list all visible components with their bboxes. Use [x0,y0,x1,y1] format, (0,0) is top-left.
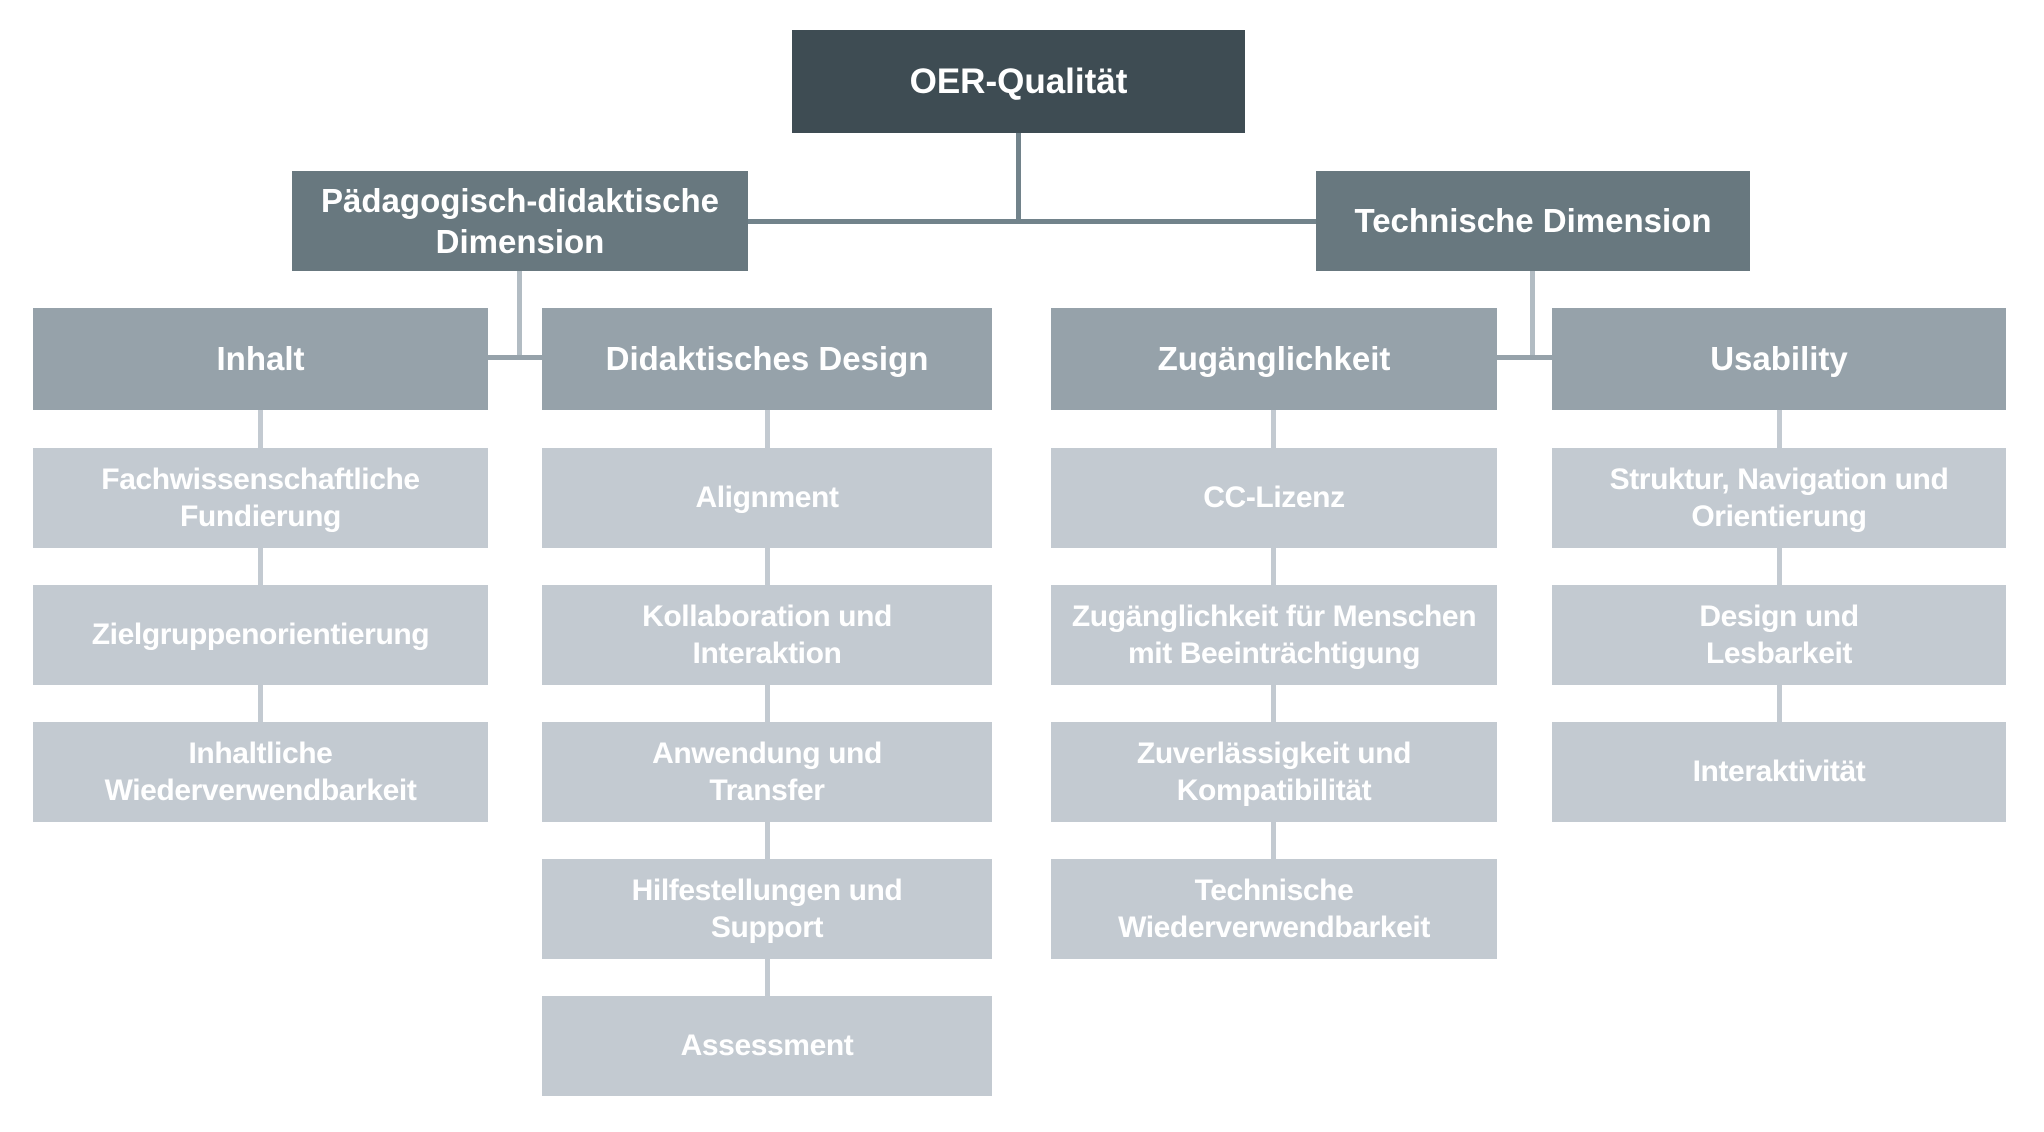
node-design-und-lesbarkeit: Design und Lesbarkeit [1552,585,2006,685]
node-technische-wiederverwendbarkeit: Technische Wiederverwendbarkeit [1051,859,1497,959]
node-zielgruppenorientierung: Zielgruppenorientierung [33,585,488,685]
connector-inhalt-didaktisch-bridge [488,355,542,360]
connector-didaktisch-5 [765,959,770,996]
node-alignment: Alignment [542,448,992,548]
node-anwendung-und-transfer: Anwendung und Transfer [542,722,992,822]
node-hilfestellungen-und-support: Hilfestellungen und Support [542,859,992,959]
connector-inhalt-3 [258,685,263,722]
connector-didaktisch-4 [765,822,770,859]
connector-zugaenglichkeit-1 [1271,410,1276,448]
connector-inhalt-2 [258,548,263,585]
connector-didaktisch-3 [765,685,770,722]
node-cc-lizenz: CC-Lizenz [1051,448,1497,548]
node-assessment: Assessment [542,996,992,1096]
node-didaktisches-design: Didaktisches Design [542,308,992,410]
node-interaktivitaet: Interaktivität [1552,722,2006,822]
connector-didaktisch-2 [765,548,770,585]
node-kollaboration-und-interaktion: Kollaboration und Interaktion [542,585,992,685]
node-inhalt: Inhalt [33,308,488,410]
connector-technisch-vertical [1530,271,1535,359]
connector-zugaenglichkeit-4 [1271,822,1276,859]
node-usability: Usability [1552,308,2006,410]
connector-dimensions-horizontal [748,219,1316,224]
node-paedagogisch-didaktische-dimension: Pädagogisch-didaktische Dimension [292,171,748,271]
connector-zugaenglichkeit-2 [1271,548,1276,585]
connector-inhalt-1 [258,410,263,448]
node-struktur-navigation-orientierung: Struktur, Navigation und Orientierung [1552,448,2006,548]
connector-zugaenglichkeit-3 [1271,685,1276,722]
node-inhaltliche-wiederverwendbarkeit: Inhaltliche Wiederverwendbarkeit [33,722,488,822]
connector-root-vertical [1016,133,1021,224]
connector-didaktisch-1 [765,410,770,448]
connector-zugaenglichkeit-usability-bridge [1497,355,1552,360]
node-zugaenglichkeit-fuer-menschen: Zugänglichkeit für Menschen mit Beeinträ… [1051,585,1497,685]
connector-paedagogisch-vertical [517,271,522,359]
connector-usability-2 [1777,548,1782,585]
connector-usability-3 [1777,685,1782,722]
node-zuverlaessigkeit-und-kompatibilitaet: Zuverlässigkeit und Kompatibilität [1051,722,1497,822]
node-fachwissenschaftliche-fundierung: Fachwissenschaftliche Fundierung [33,448,488,548]
node-oer-qualitaet: OER-Qualität [792,30,1245,133]
node-zugaenglichkeit: Zugänglichkeit [1051,308,1497,410]
connector-usability-1 [1777,410,1782,448]
node-technische-dimension: Technische Dimension [1316,171,1750,271]
